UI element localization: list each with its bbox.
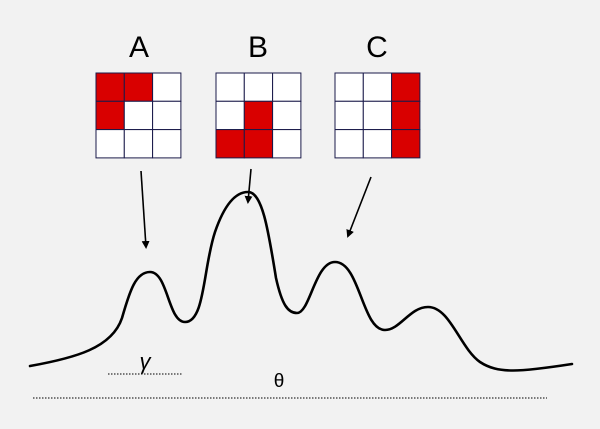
grid-a-cell-0-0-filled (95, 72, 125, 102)
energy-curve (28, 190, 574, 372)
grid-b-cell-1-2-empty (272, 100, 302, 131)
grid-c-cell-0-0-empty (334, 72, 364, 102)
grid-a-cell-2-0-empty (95, 129, 125, 159)
grid-b-cell-0-2-empty (272, 72, 302, 102)
panel-label-a: A (129, 31, 149, 64)
grid-a-cell-0-1-filled (123, 72, 154, 102)
grid-b-cell-1-1-filled (243, 100, 274, 131)
grid-a (95, 72, 182, 159)
grid-c-cell-2-1-empty (362, 129, 393, 159)
grid-b-cell-1-0-empty (215, 100, 245, 131)
grid-c-cell-0-1-empty (362, 72, 393, 102)
arrow-c (346, 176, 372, 238)
grid-c-cell-2-0-empty (334, 129, 364, 159)
theta-label: θ (274, 371, 285, 392)
arrow-a (140, 170, 150, 249)
grid-a-cell-1-2-empty (152, 100, 182, 131)
gamma-label: γ (140, 349, 153, 374)
grid-a-cell-2-1-empty (123, 129, 154, 159)
grid-c-cell-1-1-empty (362, 100, 393, 131)
grid-b-cell-2-0-filled (215, 129, 245, 159)
panel-label-b: B (248, 31, 268, 64)
panel-label-c: C (366, 31, 388, 64)
grid-c (334, 72, 421, 159)
grid-b-cell-0-0-empty (215, 72, 245, 102)
grid-a-cell-0-2-empty (152, 72, 182, 102)
grid-a-cell-2-2-empty (152, 129, 182, 159)
grid-c-cell-0-2-filled (391, 72, 421, 102)
grid-a-cell-1-1-empty (123, 100, 154, 131)
grid-c-cell-1-2-filled (391, 100, 421, 131)
grid-b (215, 72, 302, 159)
grid-a-cell-1-0-filled (95, 100, 125, 131)
grid-b-cell-0-1-empty (243, 72, 274, 102)
grid-c-cell-2-2-filled (391, 129, 421, 159)
grid-c-cell-1-0-empty (334, 100, 364, 131)
arrow-b (244, 168, 253, 204)
grid-b-cell-2-2-empty (272, 129, 302, 159)
grid-b-cell-2-1-filled (243, 129, 274, 159)
